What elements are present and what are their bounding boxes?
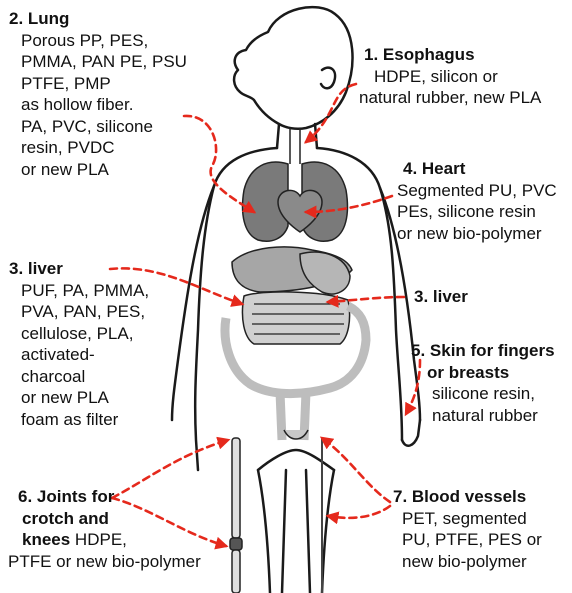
skin-title-2: or breasts [411, 362, 555, 384]
joints-title-3: knees [22, 530, 70, 549]
label-skin: 5. Skin for fingers or breasts silicone … [411, 340, 555, 426]
label-vessels: 7. Blood vessels PET, segmented PU, PTFE… [393, 486, 542, 572]
joints-title-3-rest: HDPE, [70, 530, 127, 549]
right-leg-line [306, 470, 310, 593]
arrow-vessels-lower [328, 506, 390, 518]
joints-line-1: PTFE or new bio-polymer [8, 551, 201, 573]
neck-left [277, 124, 279, 148]
liver-left-title: 3. liver [9, 258, 149, 280]
joints-title-2: crotch and [18, 508, 201, 530]
liver-left-line-4: activated- [9, 344, 149, 366]
trachea [290, 128, 300, 164]
lung-line-1: Porous PP, PES, [9, 30, 187, 52]
esophagus-line-1: HDPE, silicon or [364, 66, 541, 88]
knee-joint [230, 538, 242, 550]
vessels-line-1: PET, segmented [393, 508, 542, 530]
femur [232, 438, 240, 538]
organs [225, 128, 366, 440]
heart-line-2: PEs, silicone resin [397, 201, 557, 223]
liver-right-title: 3. liver [414, 286, 468, 308]
lung-line-5: PA, PVC, silicone [9, 116, 187, 138]
skin-line-2: natural rubber [411, 405, 555, 427]
heart-title: 4. Heart [403, 158, 557, 180]
lung-line-3: PTFE, PMP [9, 73, 187, 95]
label-liver-right: 3. liver [414, 286, 468, 308]
label-heart: 4. Heart Segmented PU, PVC PEs, silicone… [403, 158, 557, 244]
right-inner-leg [322, 470, 334, 593]
vessels-title: 7. Blood vessels [393, 486, 542, 508]
liver-left-line-3: cellulose, PLA, [9, 323, 149, 345]
liver-left-line-1: PUF, PA, PMMA, [9, 280, 149, 302]
label-lung: 2. Lung Porous PP, PES, PMMA, PAN PE, PS… [9, 8, 187, 180]
lung-line-4: as hollow fiber. [9, 94, 187, 116]
vessels-line-2: PU, PTFE, PES or [393, 529, 542, 551]
lung-title: 2. Lung [9, 8, 187, 30]
label-esophagus: 1. Esophagus HDPE, silicon or natural ru… [364, 44, 541, 109]
ear [321, 68, 335, 89]
neck-right [315, 124, 317, 148]
label-liver-left: 3. liver PUF, PA, PMMA, PVA, PAN, PES, c… [9, 258, 149, 430]
left-inner-leg [258, 470, 270, 593]
head-outline [234, 7, 352, 129]
lung-line-2: PMMA, PAN PE, PSU [9, 51, 187, 73]
skin-title-1: 5. Skin for fingers [411, 340, 555, 362]
esophagus-line-2: natural rubber, new PLA [359, 87, 541, 109]
lung-line-6: resin, PVDC [9, 137, 187, 159]
liver-left-line-7: foam as filter [9, 409, 149, 431]
liver-left-line-6: or new PLA [9, 387, 149, 409]
left-leg-line [282, 470, 286, 593]
esophagus-title: 1. Esophagus [364, 44, 541, 66]
small-intestine [242, 292, 349, 344]
joints-title-1: 6. Joints for [18, 486, 201, 508]
liver-left-line-5: charcoal [9, 366, 149, 388]
liver-left-line-2: PVA, PAN, PES, [9, 301, 149, 323]
lung-line-7: or new PLA [9, 159, 187, 181]
vessels-line-3: new bio-polymer [393, 551, 542, 573]
label-joints: 6. Joints for crotch and knees HDPE, PTF… [18, 486, 201, 572]
tibia [232, 550, 240, 593]
skin-line-1: silicone resin, [411, 383, 555, 405]
heart-line-1: Segmented PU, PVC [397, 180, 557, 202]
heart-line-3: or new bio-polymer [397, 223, 557, 245]
